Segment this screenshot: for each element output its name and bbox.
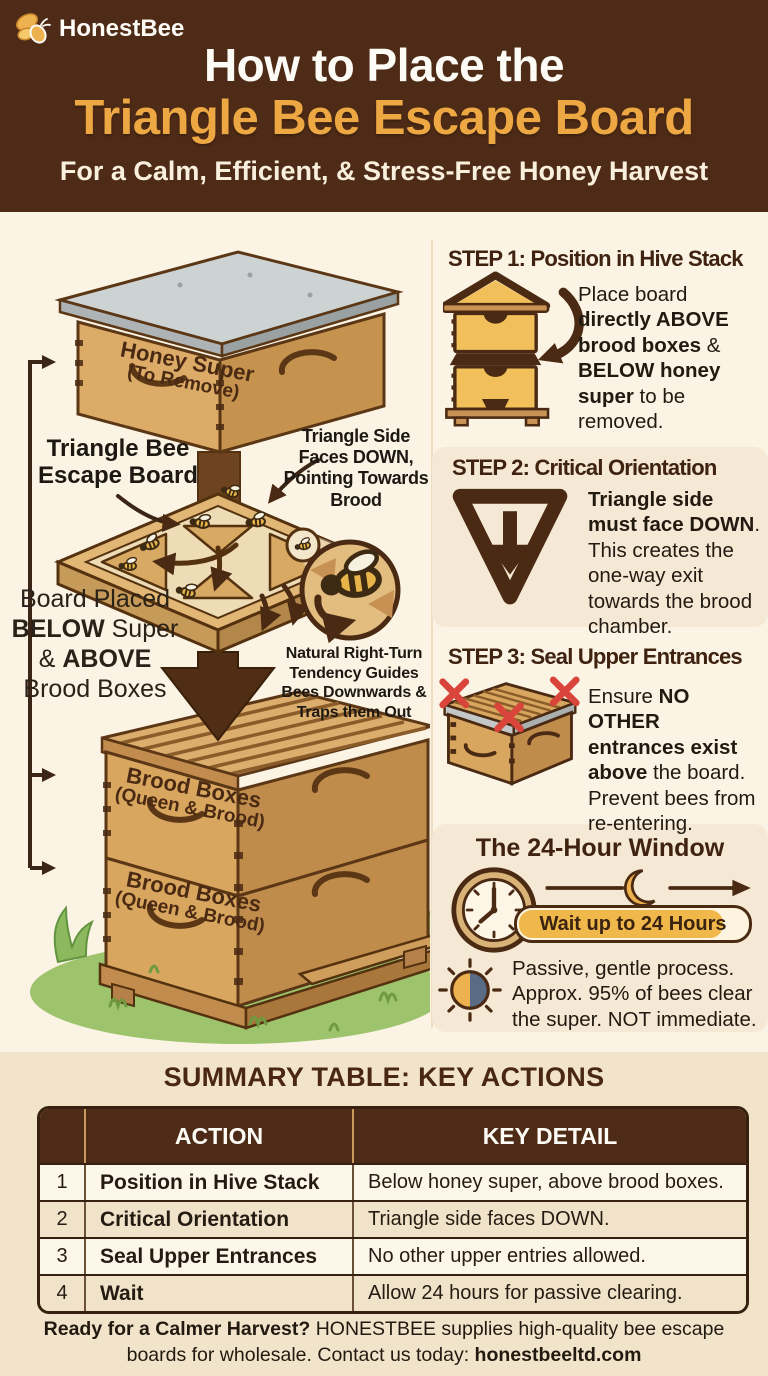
escape-board-label: Triangle Bee Escape Board <box>37 435 199 489</box>
triangle-side-label: Triangle Side Faces DOWN, Pointing Towar… <box>283 426 429 510</box>
table-row: 2 Critical Orientation Triangle side fac… <box>40 1200 746 1237</box>
title-line-1: How to Place the <box>203 39 565 91</box>
step-3-text: Ensure NO OTHER entrances exist above th… <box>588 685 756 836</box>
subtitle: For a Calm, Efficient, & Stress-Free Hon… <box>59 156 709 186</box>
bee-logo-icon <box>15 13 51 44</box>
header-cell-action: ACTION <box>84 1109 352 1163</box>
table-header-row: ACTION KEY DETAIL <box>40 1109 746 1163</box>
honey-super-illustration <box>54 250 404 454</box>
brand-name: HonestBee <box>59 15 185 42</box>
step-2-text: Triangle side must face DOWN. This creat… <box>588 488 761 639</box>
triangle-down-icon <box>452 488 568 605</box>
bracket-guide <box>28 360 42 870</box>
hive-stack-icon <box>443 271 584 427</box>
step-2-title: STEP 2: Critical Orientation <box>452 455 717 480</box>
down-arrow-icon <box>159 651 277 742</box>
table-row: 4 Wait Allow 24 hours for passive cleari… <box>40 1274 746 1311</box>
bee-closeup-inset <box>299 539 401 644</box>
window-24-note: Passive, gentle process. Approx. 95% of … <box>512 957 757 1031</box>
header-banner: HonestBee How to Place the Triangle Bee … <box>0 0 768 212</box>
step-3-title: STEP 3: Seal Upper Entrances <box>448 644 743 669</box>
brood-boxes-illustration <box>98 690 430 1030</box>
header-cell-detail: KEY DETAIL <box>352 1109 746 1163</box>
table-row: 3 Seal Upper Entrances No other upper en… <box>40 1237 746 1274</box>
wait-progress-pill: Wait up to 24 Hours <box>514 905 752 943</box>
grass-tuft-left <box>53 905 94 964</box>
step-1-text: Place board directly ABOVE brood boxes &… <box>578 283 729 434</box>
brand-logo: HonestBee <box>14 12 184 46</box>
pill-gold-fill <box>519 910 724 938</box>
grass-details <box>108 964 398 1032</box>
step-1-title: STEP 1: Position in Hive Stack <box>448 246 744 271</box>
curved-arrow-icon <box>551 287 584 360</box>
footer-cta: Ready for a Calmer Harvest? HONESTBEE su… <box>43 1318 725 1367</box>
label-pointer-arrows <box>116 458 320 533</box>
column-divider <box>431 240 433 1028</box>
summary-heading: SUMMARY TABLE: KEY ACTIONS <box>163 1062 605 1092</box>
sealed-box-icon <box>439 676 580 786</box>
summary-table: ACTION KEY DETAIL 1 Position in Hive Sta… <box>37 1106 749 1314</box>
landing-rail <box>297 934 430 986</box>
table-row: 1 Position in Hive Stack Below honey sup… <box>40 1163 746 1200</box>
day-night-icon <box>438 958 502 1022</box>
pill-label: Wait up to 24 Hours <box>539 912 727 935</box>
timeline-arrow-icon <box>545 869 751 907</box>
hive-stack-illustration <box>28 250 430 1044</box>
red-x-icon <box>439 676 580 733</box>
window-24-title: The 24-Hour Window <box>475 834 725 862</box>
right-turn-note: Natural Right-Turn Tendency Guides Bees … <box>281 645 427 721</box>
board-placement-label: Board Placed BELOW Super & ABOVE Brood B… <box>11 585 179 703</box>
title-line-2: Triangle Bee Escape Board <box>74 91 694 145</box>
crescent-moon-icon <box>623 869 656 907</box>
header-cell-number <box>40 1109 84 1163</box>
